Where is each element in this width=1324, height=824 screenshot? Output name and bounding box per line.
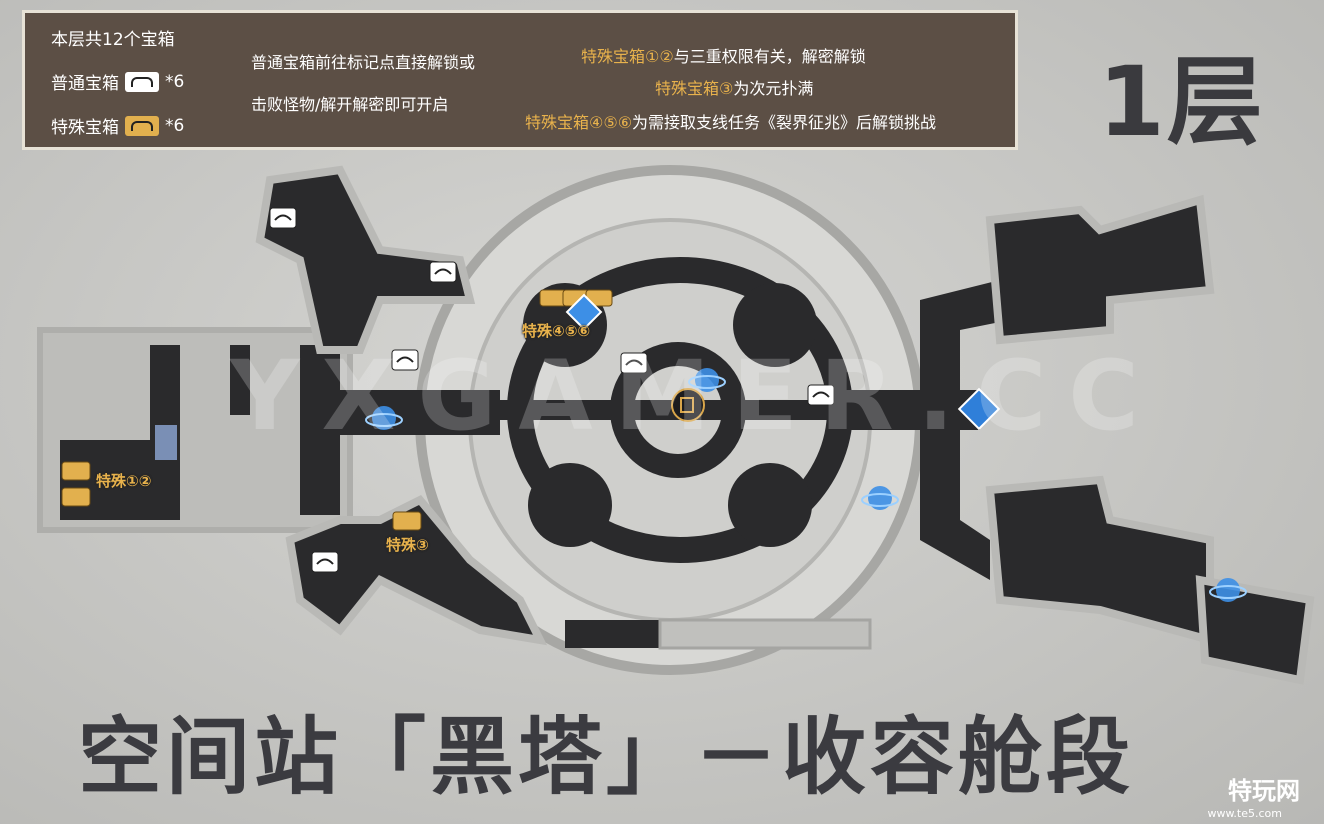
west-corridor <box>330 390 500 435</box>
special-note-3-text: 为需接取支线任务《裂界征兆》后解锁挑战 <box>632 113 937 132</box>
east-spine <box>920 280 1010 580</box>
special-note-1-text: 与三重权限有关，解密解锁 <box>673 47 866 66</box>
special-note-1-highlight: 特殊宝箱①② <box>581 47 674 66</box>
normal-chest-count: *6 <box>165 71 185 92</box>
normal-chest-icon[interactable] <box>620 352 648 374</box>
special-chest-legend-icon <box>125 115 159 136</box>
special-note-2-text: 为次元扑满 <box>733 79 814 98</box>
map-title: 空间站「黑塔」－收容舱段 <box>78 708 1135 806</box>
normal-chest-row: 普通宝箱 *6 <box>51 69 184 94</box>
special-chest-label: 特殊宝箱 <box>51 118 119 138</box>
normal-chest-icon[interactable] <box>391 349 419 371</box>
normal-chest-icon[interactable] <box>311 551 339 573</box>
south-gate <box>565 620 660 648</box>
sw-arm <box>285 495 548 646</box>
space-anchor-icon[interactable] <box>1209 578 1247 602</box>
special-note-3-highlight: 特殊宝箱④⑤⑥ <box>525 113 633 132</box>
site-watermark: 特玩网 <box>1228 777 1300 805</box>
special-note-1: 特殊宝箱①②与三重权限有关，解密解锁 <box>581 43 866 67</box>
space-anchor-icon[interactable] <box>688 368 726 392</box>
se-wing <box>985 475 1214 646</box>
se-tip <box>1195 575 1315 685</box>
special-chest-icon[interactable] <box>61 487 91 507</box>
tag-special-3: 特殊③ <box>386 536 429 554</box>
tag-special-1-2: 特殊①② <box>96 472 152 490</box>
calyx-icon[interactable] <box>957 387 1001 431</box>
space-anchor-icon[interactable] <box>861 486 899 510</box>
normal-chest-icon[interactable] <box>269 207 297 229</box>
special-chest-icon[interactable] <box>539 289 567 307</box>
space-anchor-icon[interactable] <box>365 406 403 430</box>
south-corridor <box>658 618 872 650</box>
special-chest-icon[interactable] <box>392 511 422 531</box>
normal-desc-line-1: 普通宝箱前往标记点直接解锁或 <box>251 53 476 72</box>
left-elevator <box>155 425 177 460</box>
special-chest-row: 特殊宝箱 *6 <box>51 113 184 138</box>
normal-chest-icon[interactable] <box>429 261 457 283</box>
watermark: YXGAMER.CC <box>230 340 1161 452</box>
left-column-b <box>230 345 250 415</box>
ne-wing <box>985 194 1215 345</box>
pod-sw <box>528 463 612 547</box>
nw-arm <box>255 165 476 354</box>
exit-icon[interactable] <box>671 388 705 422</box>
normal-chest-legend-icon <box>125 71 159 92</box>
special-note-2-highlight: 特殊宝箱③ <box>655 79 734 98</box>
special-chest-count: *6 <box>165 115 185 136</box>
pod-ne <box>733 283 817 367</box>
special-chest-icon[interactable] <box>61 461 91 481</box>
tag-special-4-5-6: 特殊④⑤⑥ <box>522 322 591 340</box>
special-note-2: 特殊宝箱③为次元扑满 <box>655 75 813 99</box>
special-note-3: 特殊宝箱④⑤⑥为需接取支线任务《裂界征兆》后解锁挑战 <box>525 109 936 133</box>
pod-se <box>728 463 812 547</box>
normal-desc-line-2: 击败怪物/解开解密即可开启 <box>251 95 449 114</box>
floor-label: 1层 <box>1098 46 1265 158</box>
legend-panel: 本层共12个宝箱 普通宝箱 *6 特殊宝箱 *6 普通宝箱前往标记点直接解锁或 … <box>22 10 1018 150</box>
rift-portal-icon[interactable] <box>565 293 603 331</box>
site-domain: www.te5.com <box>1207 807 1282 820</box>
total-chest-count: 本层共12个宝箱 <box>51 30 175 50</box>
normal-chest-label: 普通宝箱 <box>51 74 119 94</box>
normal-chest-icon[interactable] <box>807 384 835 406</box>
